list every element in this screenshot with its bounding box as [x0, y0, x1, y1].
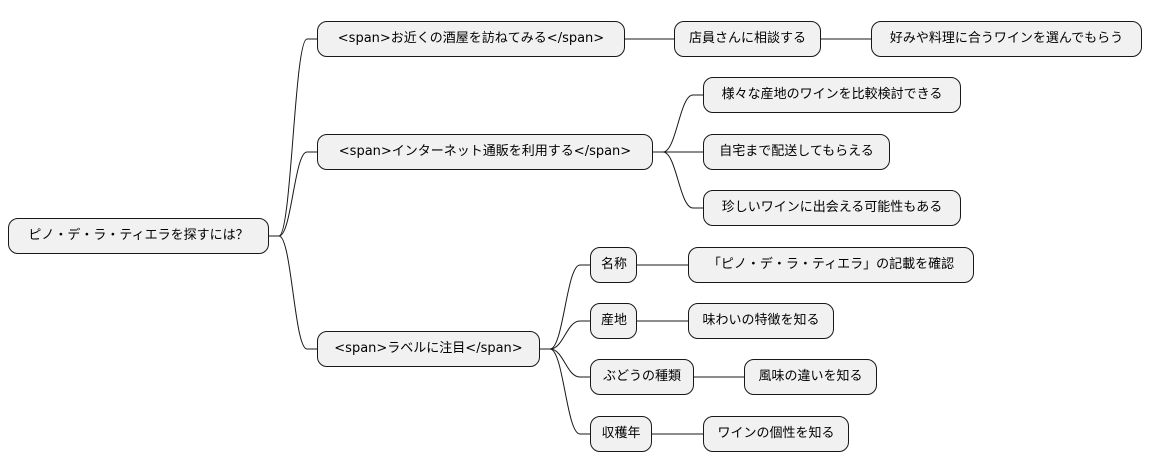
root-node: ピノ・デ・ラ・ティエラを探すには？	[8, 218, 269, 254]
node-region-detail: 味わいの特徴を知る	[688, 303, 834, 339]
node-grape-variety: ぶどうの種類	[590, 359, 694, 395]
connector-root-node-to-branch-liquor-store	[269, 38, 317, 237]
node-choose-wine: 好みや料理に合うワインを選んでもらう	[871, 21, 1142, 57]
connector-branch-check-label-to-node-grape-variety	[540, 348, 590, 378]
connector-branch-online-shopping-to-node-compare-regions	[653, 94, 703, 153]
connector-branch-check-label-to-node-name	[540, 264, 590, 350]
branch-online-shopping: <span>インターネット通販を利用する</span>	[317, 134, 653, 170]
node-vintage: 収穫年	[590, 416, 652, 452]
connector-branch-online-shopping-to-node-rare-wines	[653, 151, 703, 209]
node-home-delivery: 自宅まで配送してもらえる	[703, 134, 890, 170]
node-vintage-detail: ワインの個性を知る	[703, 416, 849, 452]
node-compare-regions: 様々な産地のワインを比較検討できる	[703, 77, 961, 113]
branch-liquor-store: <span>お近くの酒屋を訪ねてみる</span>	[317, 21, 625, 57]
branch-check-label: <span>ラベルに注目</span>	[317, 331, 540, 367]
node-name: 名称	[590, 247, 637, 283]
node-grape-detail: 風味の違いを知る	[744, 359, 877, 395]
connector-root-node-to-branch-online-shopping	[269, 151, 317, 237]
node-ask-staff: 店員さんに相談する	[674, 21, 821, 57]
node-rare-wines: 珍しいワインに出会える可能性もある	[703, 190, 961, 226]
connector-root-node-to-branch-check-label	[269, 235, 317, 350]
connector-branch-check-label-to-node-vintage	[540, 348, 590, 435]
connector-branch-check-label-to-node-region	[540, 320, 590, 350]
node-region: 産地	[590, 303, 637, 339]
node-name-detail: 「ピノ・デ・ラ・ティエラ」の記載を確認	[688, 247, 974, 283]
